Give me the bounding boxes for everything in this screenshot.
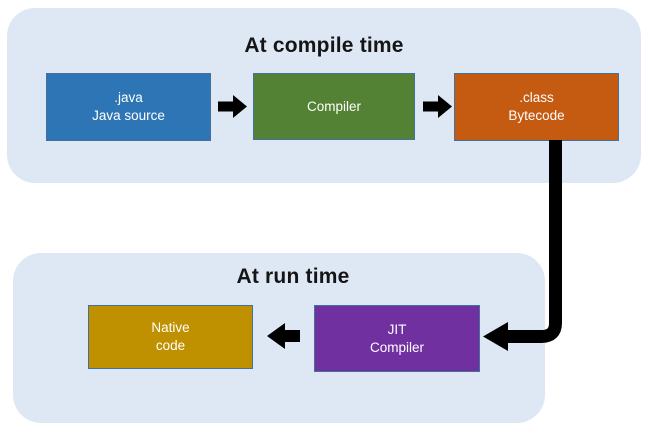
jit-compiler-box-line1: JIT [387,321,407,337]
arrow-left-shape [267,323,300,349]
native-code-box-line1: Native [151,320,190,335]
java-source-box-line2: Java source [92,108,165,123]
class-bytecode-box-line1: .class [519,90,554,105]
arrow-right-shape [218,95,247,118]
jit-compiler-box-line2: Compiler [369,339,424,355]
java-source-box: .java Java source [46,73,211,141]
java-source-box-line1: .java [114,90,143,105]
arrow-left-icon [267,323,300,349]
compiler-box-line1: Compiler [306,98,361,114]
elbow-arrow-line [506,140,562,343]
compiler-box: Compiler [253,73,415,140]
class-bytecode-box-line2: Bytecode [508,108,565,123]
native-code-box-line2: code [155,338,186,353]
jit-compiler-box: JIT Compiler [314,305,480,372]
elbow-arrow-head [483,322,508,351]
arrow-right-shape [423,95,452,118]
class-bytecode-box: .class Bytecode [454,73,619,141]
arrow-right-icon [218,95,247,118]
run-time-title: At run time [236,265,350,288]
native-code-box: Native code [88,305,253,369]
arrow-right-icon [423,95,452,118]
compile-time-title: At compile time [244,34,404,57]
elbow-arrow-icon [483,140,562,351]
